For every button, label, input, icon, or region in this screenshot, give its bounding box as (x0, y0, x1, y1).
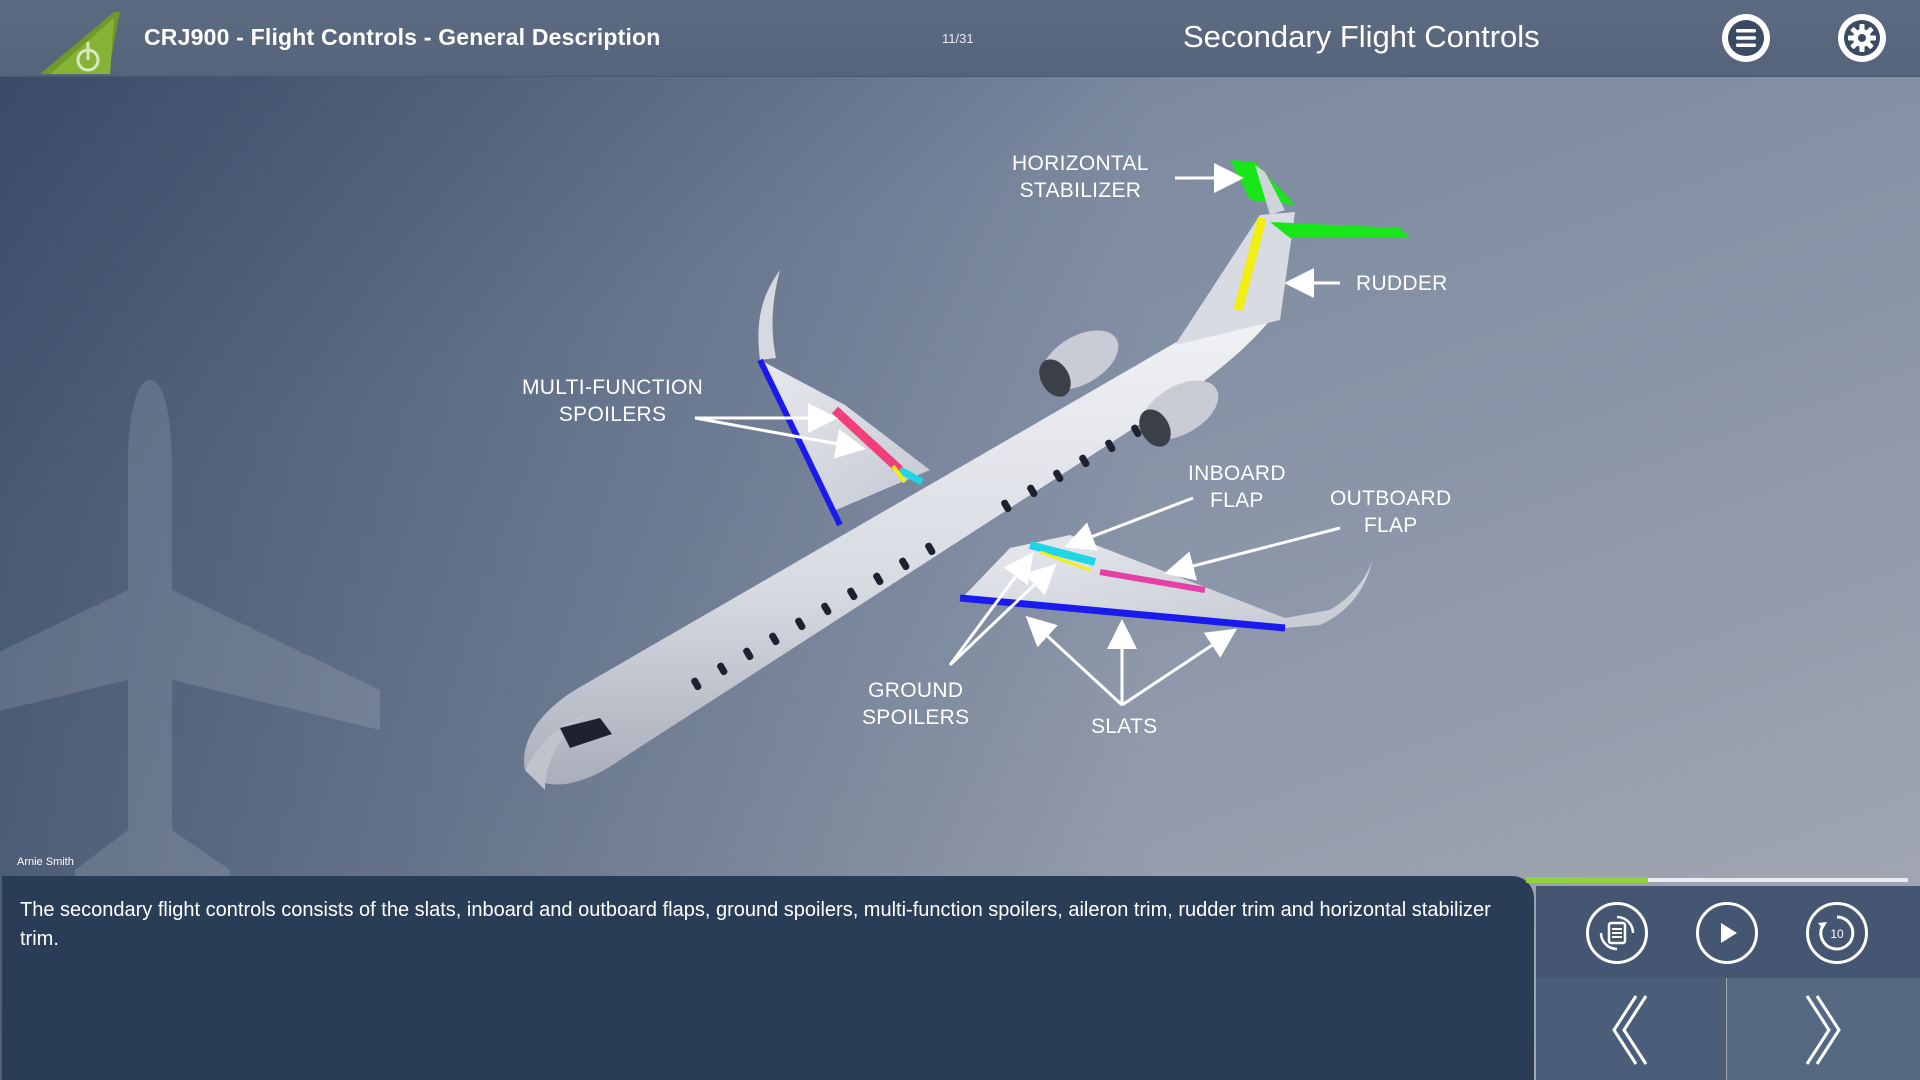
settings-button[interactable] (1838, 14, 1886, 62)
left-multi-function-spoiler (831, 406, 904, 474)
menu-button[interactable] (1722, 14, 1770, 62)
player-controls: 10 (1536, 886, 1920, 978)
course-title: CRJ900 - Flight Controls - General Descr… (144, 24, 661, 50)
next-button[interactable] (1727, 978, 1920, 1080)
gear-icon (1840, 16, 1884, 60)
progress-track[interactable] (1526, 878, 1908, 882)
narration-panel: The secondary flight controls consists o… (2, 876, 1534, 1080)
right-horizontal-stabilizer (1270, 222, 1410, 238)
play-icon (1721, 923, 1737, 943)
windows (691, 424, 1142, 691)
previous-button[interactable] (1536, 978, 1726, 1080)
airplane-watermark-icon (0, 380, 380, 890)
replay-10-button[interactable]: 10 (1806, 902, 1868, 964)
top-bar: CRJ900 - Flight Controls - General Descr… (0, 0, 1920, 77)
logo-icon (40, 12, 120, 74)
label-inboard-flap: INBOARD FLAP (1188, 462, 1286, 512)
progress-fill (1526, 877, 1649, 883)
left-slat (757, 358, 843, 527)
section-title: Secondary Flight Controls (1183, 19, 1540, 54)
label-outboard-flap: OUTBOARD FLAP (1330, 487, 1452, 537)
tail (1175, 160, 1410, 345)
fuselage (524, 285, 1275, 790)
transcript-icon (1599, 915, 1635, 951)
ground-spoiler (1039, 550, 1091, 572)
svg-text:10: 10 (1830, 927, 1844, 941)
narration-text: The secondary flight controls consists o… (20, 899, 1491, 950)
inboard-flap (1028, 541, 1097, 566)
label-slats: SLATS (1091, 715, 1158, 738)
play-button[interactable] (1696, 902, 1758, 964)
replay-10-icon: 10 (1818, 915, 1855, 951)
transcript-button[interactable] (1586, 902, 1648, 964)
right-wing (959, 535, 1372, 632)
menu-icon (1724, 16, 1768, 60)
left-wing (757, 270, 930, 527)
label-multi-function-spoilers: MULTI-FUNCTION SPOILERS (522, 376, 704, 426)
callout-arrows (694, 163, 1341, 707)
outboard-flap (1099, 569, 1206, 593)
label-horizontal-stabilizer: HORIZONTAL STABILIZER (1012, 152, 1149, 202)
chevron-right-double-icon (1805, 995, 1841, 1065)
author-name: Arnie Smith (17, 856, 74, 868)
page-counter: 11/31 (942, 31, 974, 46)
label-rudder: RUDDER (1356, 272, 1448, 295)
engines (1039, 330, 1219, 447)
rudder (1233, 216, 1267, 312)
chevron-left-double-icon (1612, 995, 1648, 1065)
label-ground-spoilers: GROUND SPOILERS (862, 679, 970, 729)
